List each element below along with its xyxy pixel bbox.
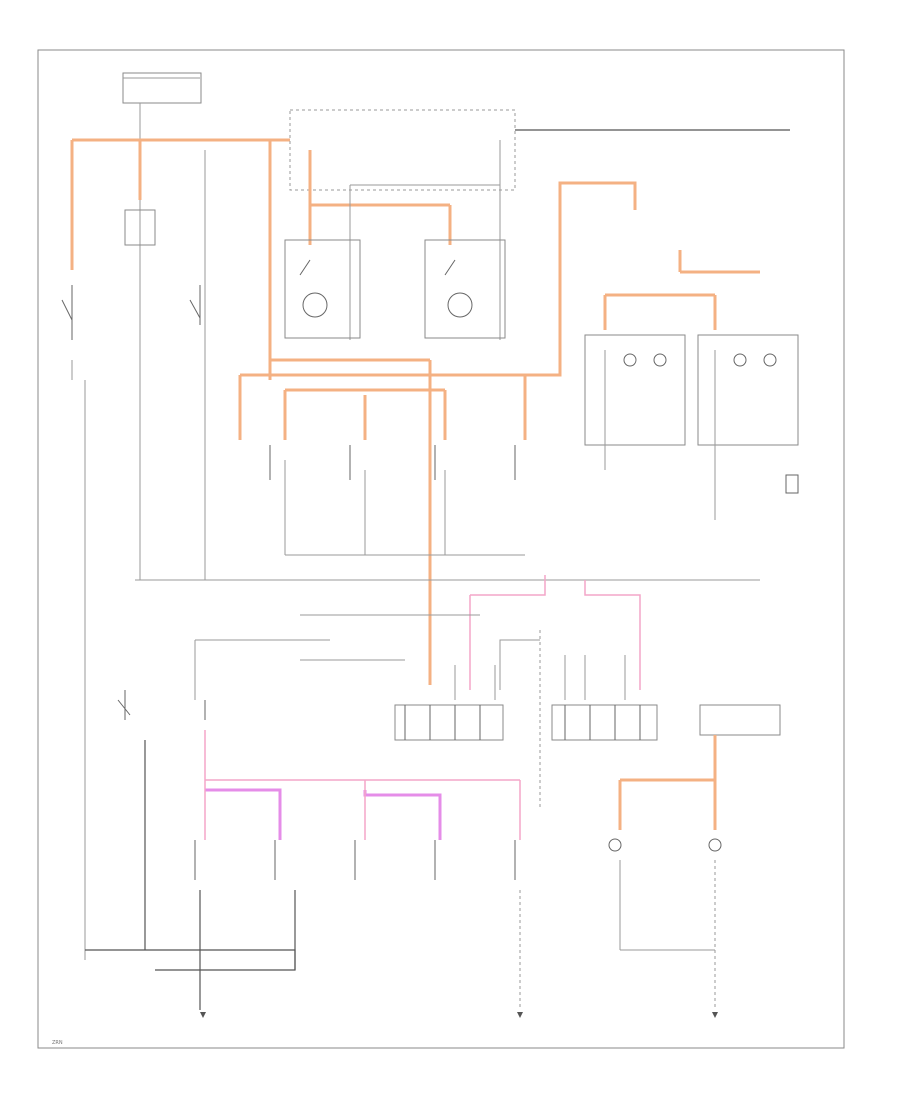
diagram-frame	[37, 49, 845, 1049]
mirror-module	[284, 109, 790, 340]
right-lamp-units	[584, 334, 799, 520]
middle-bus	[135, 575, 760, 810]
left-switches	[61, 209, 201, 960]
door-switches-row	[269, 445, 525, 556]
center-bus	[238, 181, 760, 685]
ground-symbols	[200, 1012, 718, 1018]
lower-left-switch	[117, 690, 521, 950]
right-lower-lamps	[608, 735, 722, 1010]
connector-blocks	[394, 704, 781, 741]
power-feed-top	[70, 72, 290, 580]
bottom-switch-row	[85, 840, 521, 1010]
diagram-code: ZRN	[52, 1040, 63, 1046]
